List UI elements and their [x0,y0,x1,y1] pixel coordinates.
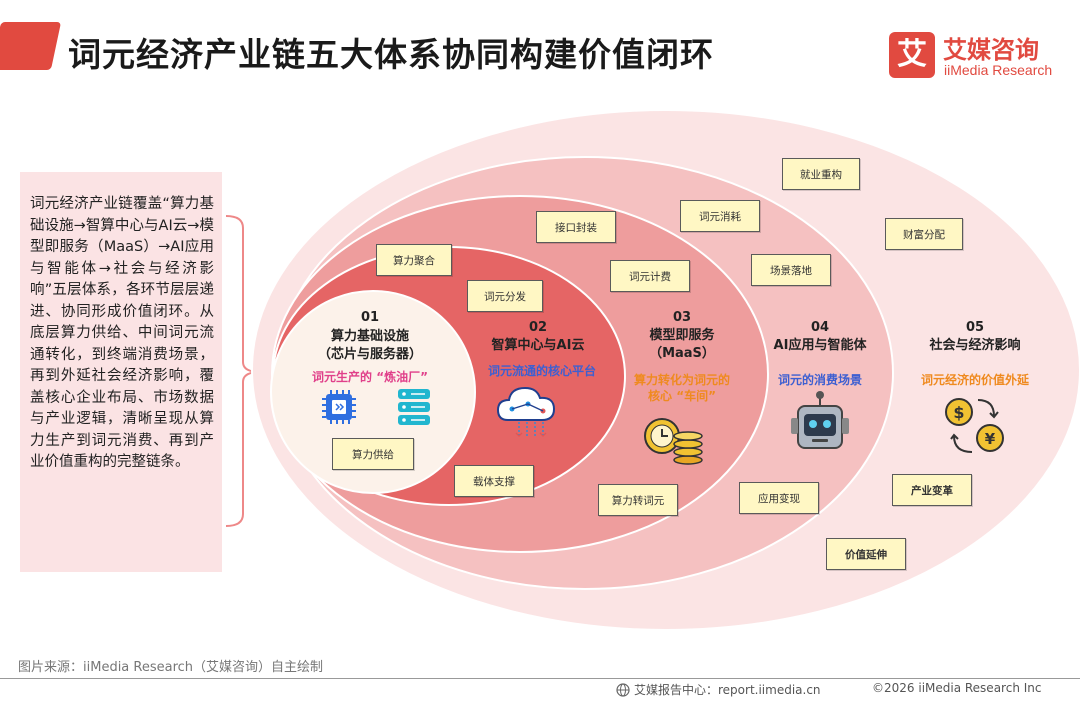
layer-04-tagline: 词元的消费场景 [778,372,862,387]
layer-05-name: 社会与经济影响 [928,337,1020,353]
globe-icon [616,683,630,697]
tag-zaiti-zhicheng: 载体支撑 [454,465,534,497]
layer-05-num: 05 [966,320,984,335]
layer-03-tagline-2: 核心 “车间” [648,388,716,403]
layer-03-num: 03 [673,310,691,325]
tag-jiuye-chonggou: 就业重构 [782,158,860,190]
footer-copyright: ©2026 iiMedia Research Inc [872,681,1041,695]
svg-text:$: $ [953,403,964,422]
tag-jiazhi-yanshen: 价值延伸 [826,538,906,570]
layer-04-num: 04 [811,320,829,335]
layer-02-name: 智算中心与AI云 [492,337,585,353]
footer-report-link[interactable]: 艾媒报告中心：report.iimedia.cn [634,681,821,698]
tag-jiekou-fengzhuang: 接口封装 [536,211,616,243]
tag-chanye-biange: 产业变革 [892,474,972,506]
layer-01-sub: （芯片与服务器） [318,346,422,362]
tag-ciyuan-xiaohao: 词元消耗 [680,200,760,232]
chip-icon [322,390,356,424]
server-icon [398,389,430,425]
layer-01-num: 01 [361,310,379,325]
tag-suanli-juhe: 算力聚合 [376,244,452,276]
tag-yingyong-bianxian: 应用变现 [739,482,819,514]
svg-text:¥: ¥ [985,430,996,448]
tag-changjing-luodi: 场景落地 [751,254,831,286]
layer-04-name: AI应用与智能体 [774,337,868,353]
layer-05-tagline: 词元经济的价值外延 [921,372,1030,387]
layer-03-name: 模型即服务 [649,327,715,343]
tag-suanli-zhuan-ciyuan: 算力转词元 [598,484,678,516]
footer-divider [0,678,1080,679]
image-source: 图片来源：iiMedia Research（艾媒咨询）自主绘制 [18,656,323,675]
tag-ciyuan-fenfa: 词元分发 [467,280,543,312]
tag-suanli-gongji: 算力供给 [332,438,414,470]
footer-report-center: 艾媒报告中心：report.iimedia.cn [616,681,821,698]
layer-02-tagline: 词元流通的核心平台 [488,363,596,378]
layer-03-tagline-1: 算力转化为词元的 [634,372,730,387]
tag-caifu-fenpei: 财富分配 [885,218,963,250]
tag-ciyuan-jifei: 词元计费 [610,260,690,292]
layer-01-tagline: 词元生产的 “炼油厂” [312,369,428,384]
layer-01-name: 算力基础设施 [331,328,409,344]
layer-03-sub: （MaaS） [649,345,715,361]
layer-02-num: 02 [529,320,547,335]
